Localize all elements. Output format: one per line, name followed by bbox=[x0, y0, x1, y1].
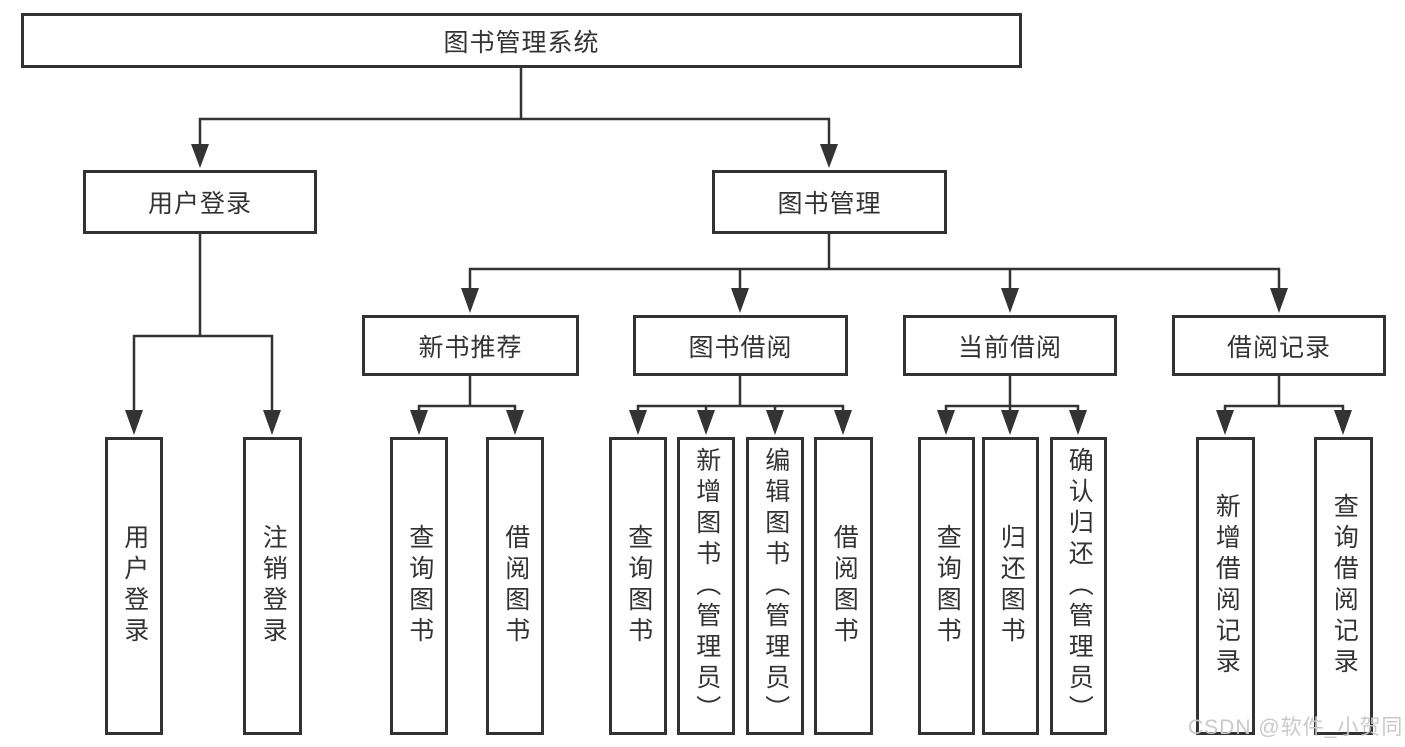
leaf-borrow-books: 借阅图书 bbox=[814, 437, 873, 735]
connector-new-book-to-leaves bbox=[410, 376, 524, 435]
node-book-borrow: 图书借阅 bbox=[633, 315, 848, 376]
node-book-management: 图书管理 bbox=[712, 170, 947, 234]
leaf-query-books-recommend-label: 查询图书 bbox=[405, 524, 434, 648]
leaf-confirm-return-admin: 确认归还（管理员） bbox=[1050, 437, 1107, 735]
arrowhead-down-icon bbox=[191, 144, 209, 168]
arrowhead-down-icon bbox=[125, 410, 143, 435]
leaf-query-books-borrow-label: 查询图书 bbox=[624, 524, 653, 648]
leaf-borrow-books-label: 借阅图书 bbox=[830, 524, 859, 648]
leaf-user-login: 用户登录 bbox=[105, 437, 163, 735]
arrowhead-down-icon bbox=[461, 288, 479, 313]
arrowhead-down-icon bbox=[1334, 410, 1352, 435]
connector-user-login-to-leaves bbox=[125, 234, 281, 435]
arrowhead-down-icon bbox=[1001, 288, 1019, 313]
connector-root-to-level2 bbox=[191, 68, 838, 168]
node-book-borrow-label: 图书借阅 bbox=[688, 333, 793, 362]
leaf-query-borrow-record: 查询借阅记录 bbox=[1314, 437, 1373, 735]
arrowhead-down-icon bbox=[766, 410, 784, 435]
leaf-confirm-return-admin-label: 确认归还（管理员） bbox=[1065, 446, 1094, 726]
node-borrow-records-label: 借阅记录 bbox=[1226, 333, 1331, 362]
node-borrow-records: 借阅记录 bbox=[1172, 315, 1386, 376]
arrowhead-down-icon bbox=[410, 410, 428, 435]
arrowhead-down-icon bbox=[697, 410, 715, 435]
connector-book-mgmt-to-level3 bbox=[461, 234, 1288, 313]
leaf-edit-book-admin: 编辑图书（管理员） bbox=[746, 437, 804, 735]
leaf-add-borrow-record: 新增借阅记录 bbox=[1196, 437, 1255, 735]
leaf-edit-book-admin-label: 编辑图书（管理员） bbox=[761, 446, 790, 726]
leaf-query-borrow-record-label: 查询借阅记录 bbox=[1330, 493, 1359, 679]
leaf-query-books-current: 查询图书 bbox=[918, 437, 975, 735]
node-root: 图书管理系统 bbox=[21, 13, 1022, 68]
node-user-login-label: 用户登录 bbox=[147, 190, 252, 218]
node-new-book-recommend-label: 新书推荐 bbox=[418, 333, 523, 362]
connector-book-borrow-to-leaves bbox=[629, 376, 852, 435]
node-new-book-recommend: 新书推荐 bbox=[362, 315, 579, 376]
arrowhead-down-icon bbox=[937, 410, 955, 435]
leaf-query-books-current-label: 查询图书 bbox=[933, 524, 962, 648]
leaf-logout-label: 注销登录 bbox=[259, 524, 288, 648]
leaf-add-book-admin: 新增图书（管理员） bbox=[677, 437, 735, 735]
node-root-label: 图书管理系统 bbox=[443, 28, 600, 57]
arrowhead-down-icon bbox=[1001, 410, 1019, 435]
node-book-management-label: 图书管理 bbox=[777, 190, 882, 218]
node-user-login: 用户登录 bbox=[83, 170, 317, 234]
arrowhead-down-icon bbox=[263, 410, 281, 435]
leaf-query-books-recommend: 查询图书 bbox=[390, 437, 448, 735]
arrowhead-down-icon bbox=[820, 144, 838, 168]
arrowhead-down-icon bbox=[731, 288, 749, 313]
leaf-logout: 注销登录 bbox=[243, 437, 302, 735]
arrowhead-down-icon bbox=[1270, 288, 1288, 313]
leaf-return-book: 归还图书 bbox=[982, 437, 1039, 735]
arrowhead-down-icon bbox=[1216, 410, 1234, 435]
leaf-borrow-books-recommend-label: 借阅图书 bbox=[501, 524, 530, 648]
leaf-add-book-admin-label: 新增图书（管理员） bbox=[692, 446, 721, 726]
arrowhead-down-icon bbox=[834, 410, 852, 435]
arrowhead-down-icon bbox=[506, 410, 524, 435]
arrowhead-down-icon bbox=[1069, 410, 1087, 435]
leaf-query-books-borrow: 查询图书 bbox=[609, 437, 667, 735]
csdn-watermark: CSDN @软件_小贺同学 bbox=[1188, 716, 1405, 739]
connector-borrow-records-to-leaves bbox=[1216, 376, 1352, 435]
leaf-return-book-label: 归还图书 bbox=[997, 524, 1026, 648]
leaf-add-borrow-record-label: 新增借阅记录 bbox=[1212, 493, 1241, 679]
node-current-borrow: 当前借阅 bbox=[903, 315, 1117, 376]
connector-current-borrow-to-leaves bbox=[937, 376, 1087, 435]
leaf-borrow-books-recommend: 借阅图书 bbox=[486, 437, 544, 735]
leaf-user-login-label: 用户登录 bbox=[120, 524, 149, 648]
node-current-borrow-label: 当前借阅 bbox=[957, 333, 1062, 362]
arrowhead-down-icon bbox=[629, 410, 647, 435]
